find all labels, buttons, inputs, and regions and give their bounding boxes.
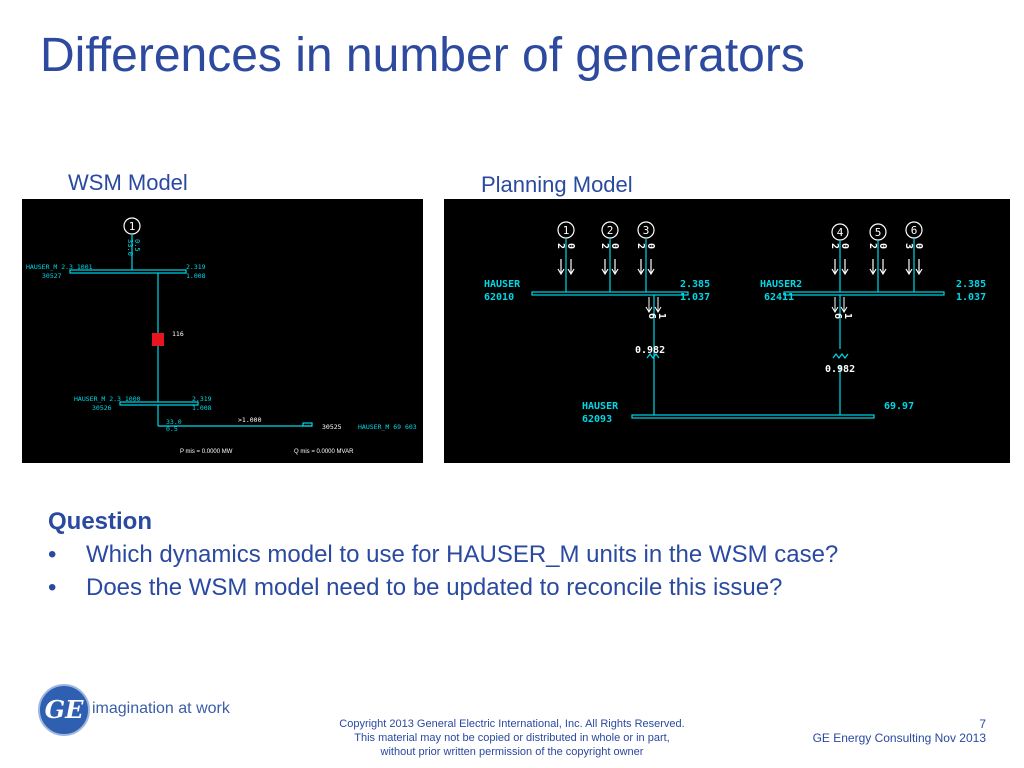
generator-3-p-value: 2: [635, 243, 646, 249]
bus2-v2: 1.037: [956, 292, 986, 303]
generator-3-flow-arrowhead: [647, 268, 655, 276]
wsm-qmis: Q mis = 0.0000 MVAR: [294, 449, 354, 455]
bus2-v1: 2.385: [956, 279, 986, 290]
generator-6-flow-arrowhead: [915, 268, 923, 276]
tap1-value: 0.982: [635, 345, 665, 356]
wsm-bus-bottom-name: HAUSER_M 69 603: [358, 423, 417, 431]
xfmr1-flow-q: 1: [656, 313, 667, 319]
wsm-flow-p: 33.0: [166, 418, 182, 426]
copyright-line: without prior written permission of the …: [380, 746, 644, 758]
generator-4-p-value: 2: [829, 243, 840, 249]
question-text: Which dynamics model to use for HAUSER_M…: [86, 541, 839, 568]
ge-logo-text: GE: [44, 695, 84, 724]
generator-6-number: 6: [911, 224, 918, 237]
transformer-2-symbol: [832, 353, 849, 359]
wsm-gen-number: 1: [129, 220, 136, 233]
ge-logo: GE: [38, 684, 90, 736]
generator-6-flow-arrowhead: [905, 268, 913, 276]
copyright-notice: Copyright 2013 General Electric Internat…: [290, 717, 734, 759]
wsm-bus-mid-name: HAUSER_M 2.3_1000: [74, 395, 141, 403]
generator-2-flow-arrowhead: [611, 268, 619, 276]
bus1-v2: 1.037: [680, 292, 710, 303]
generator-5-q-value: 0: [877, 243, 888, 249]
bus1-name: HAUSER: [484, 279, 521, 290]
wsm-flow-q: 0.5: [166, 425, 178, 433]
planning-diagram: 6 1 6 1 HAUSER 62010 2.385 1.037 HAUSER2…: [484, 221, 986, 425]
tap2-value: 0.982: [825, 364, 855, 375]
bus3-num: 62093: [582, 414, 612, 425]
wsm-mid-value: 116: [172, 330, 184, 338]
bus-62010: [531, 291, 689, 296]
wsm-bus-bottom-num: 30525: [322, 423, 342, 431]
wsm-model-label: WSM Model: [68, 170, 188, 195]
org-date: GE Energy Consulting Nov 2013: [812, 731, 986, 745]
bus3-name: HAUSER: [582, 401, 619, 412]
xfmr1-flow-p: 6: [646, 313, 657, 319]
wsm-diagram: 1 33.0 0.5 HAUSER_M 2.3_1001 30527 2.319…: [26, 217, 417, 455]
bus2-name: HAUSER2: [760, 279, 802, 290]
wsm-bus-mid-num: 30526: [92, 404, 112, 412]
bus1-num: 62010: [484, 292, 514, 303]
generator-1-p-value: 2: [555, 243, 566, 249]
transformer-1-symbol: [646, 353, 660, 359]
generator-3-q-value: 0: [645, 243, 656, 249]
question-section: Question • Which dynamics model to use f…: [48, 508, 948, 604]
generator-5-p-value: 2: [867, 243, 878, 249]
generator-2-number: 2: [607, 224, 614, 237]
generator-3-number: 3: [643, 224, 650, 237]
bullet: •: [48, 574, 57, 601]
wsm-gen-output: 33.0: [126, 239, 134, 256]
bus-30526: [119, 401, 199, 406]
generator-2-flow-arrowhead: [601, 268, 609, 276]
wsm-pmis: P mis = 0.0000 MW: [180, 449, 233, 455]
wsm-bus-top-v1: 2.319: [186, 263, 206, 271]
generator-2-q-value: 0: [609, 243, 620, 249]
copyright-line: This material may not be copied or distr…: [354, 732, 670, 744]
generator-4-flow-arrowhead: [831, 268, 839, 276]
tagline: imagination at work: [92, 700, 230, 717]
generator-1-q-value: 0: [565, 243, 576, 249]
wsm-bus-top-name: HAUSER_M 2.3_1001: [26, 263, 93, 271]
question-text: Does the WSM model need to be updated to…: [86, 574, 783, 601]
bus1-v1: 2.385: [680, 279, 710, 290]
slide-title: Differences in number of generators: [40, 29, 805, 82]
generator-5-flow-arrowhead: [869, 268, 877, 276]
bus2-num: 62411: [764, 292, 794, 303]
bus-30525-stub: [302, 422, 313, 427]
planning-diagram-panel: 6 1 6 1 HAUSER 62010 2.385 1.037 HAUSER2…: [444, 199, 1010, 463]
wsm-bus-top-num: 30527: [42, 272, 62, 280]
bullet: •: [48, 541, 57, 568]
generator-1-number: 1: [563, 224, 570, 237]
generator-6-q-value: 0: [913, 243, 924, 249]
generator-4-flow-arrowhead: [841, 268, 849, 276]
question-item-1: • Which dynamics model to use for HAUSER…: [48, 538, 948, 571]
wsm-bus-mid-v1: 2.319: [192, 395, 212, 403]
planning-model-label: Planning Model: [481, 172, 633, 197]
wsm-flow-right: >1.000: [238, 416, 262, 424]
wsm-diagram-panel: 1 33.0 0.5 HAUSER_M 2.3_1001 30527 2.319…: [22, 199, 423, 463]
generator-5-flow-arrowhead: [879, 268, 887, 276]
generator-6-p-value: 3: [903, 243, 914, 249]
question-item-2: • Does the WSM model need to be updated …: [48, 571, 948, 604]
wsm-bus-top-v2: 1.008: [186, 272, 206, 280]
breaker-box: [152, 333, 164, 346]
copyright-line: Copyright 2013 General Electric Internat…: [339, 718, 685, 730]
generator-4-number: 4: [837, 226, 844, 239]
generator-1-flow-arrowhead: [567, 268, 575, 276]
page-number: 7: [979, 717, 986, 731]
generator-2-p-value: 2: [599, 243, 610, 249]
xfmr2-flow-q: 1: [842, 313, 853, 319]
bus-62093: [631, 414, 875, 419]
generator-1-flow-arrowhead: [557, 268, 565, 276]
generator-3-flow-arrowhead: [637, 268, 645, 276]
wsm-gen-mvar: 0.5: [133, 239, 141, 252]
xfmr2-flow-p: 6: [832, 313, 843, 319]
bus3-v: 69.97: [884, 401, 914, 412]
question-heading: Question: [48, 508, 153, 535]
bus-62411: [783, 291, 945, 296]
bus-30527: [69, 269, 187, 274]
generator-5-number: 5: [875, 226, 882, 239]
wsm-bus-mid-v2: 1.008: [192, 404, 212, 412]
generator-4-q-value: 0: [839, 243, 850, 249]
